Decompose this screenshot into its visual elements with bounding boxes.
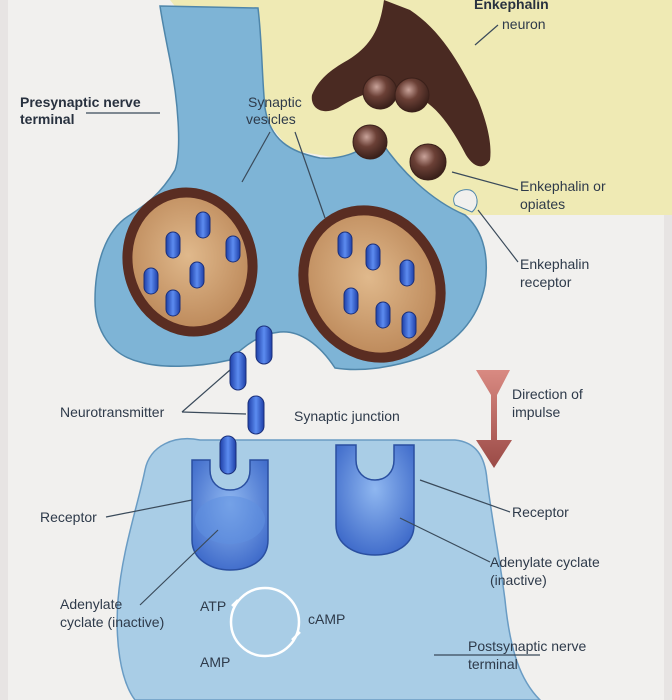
neurotransmitter-in-vesicles: [143, 211, 417, 339]
leader-lines: [86, 24, 540, 656]
label-synaptic-vesicles-line1: Synaptic: [248, 94, 302, 110]
label-neurotransmitter: Neurotransmitter: [60, 404, 165, 420]
enkephalin-receptor-site: [453, 189, 478, 213]
label-atp: ATP: [200, 598, 227, 614]
label-presynaptic-line2: terminal: [20, 111, 75, 127]
label-direction-line1: Direction of: [512, 386, 583, 402]
released-neurotransmitter: [219, 325, 273, 475]
label-adenylate-left-line1: Adenylate: [60, 596, 123, 612]
atp-camp-cycle: [229, 586, 301, 658]
label-camp: cAMP: [308, 611, 346, 627]
label-synaptic-junction: Synaptic junction: [294, 408, 400, 424]
label-adenylate-right-line2: (inactive): [490, 572, 547, 588]
label-adenylate-right-line1: Adenylate cyclate: [490, 554, 600, 570]
label-enkephalin-neuron-line2: neuron: [502, 16, 546, 32]
direction-arrow: [476, 370, 512, 468]
enkephalin-molecules: [352, 74, 447, 181]
label-enkephalin-receptor-line1: Enkephalin: [520, 256, 590, 272]
label-postsynaptic-line2: terminal: [468, 656, 518, 672]
label-amp: AMP: [200, 654, 231, 670]
label-enkephalin-opiates-line1: Enkephalin or: [520, 178, 606, 194]
adenylate-cyclate-left-shape: [195, 496, 265, 544]
label-receptor-left: Receptor: [40, 509, 97, 525]
synaptic-vesicle-left: [122, 187, 258, 337]
label-enkephalin-receptor-line2: receptor: [520, 274, 572, 290]
cycle-arrow-1: [231, 599, 239, 607]
label-enkephalin-neuron-line1: Enkephalin: [474, 0, 549, 12]
cycle-arrow-2: [291, 631, 301, 641]
label-synaptic-vesicles-line2: vesicles: [246, 111, 296, 127]
label-postsynaptic-line1: Postsynaptic nerve: [468, 638, 587, 654]
label-direction-line2: impulse: [512, 404, 561, 420]
label-presynaptic-line1: Presynaptic nerve: [20, 94, 141, 110]
label-adenylate-left-line2: cyclate (inactive): [60, 614, 165, 630]
receptor-right-shape: [335, 444, 415, 556]
label-enkephalin-opiates-line2: opiates: [520, 196, 566, 212]
label-receptor-right: Receptor: [512, 504, 569, 520]
